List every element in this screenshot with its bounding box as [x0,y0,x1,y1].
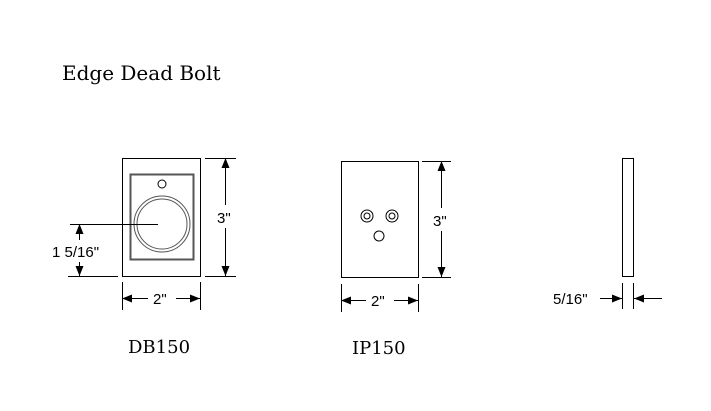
db150-height-label: 3" [217,210,231,227]
ip150-front-view: 3" 2" [341,161,451,312]
db150-model-label: DB150 [128,337,190,358]
ip150-model-label: IP150 [352,338,406,359]
side-plate [622,158,634,277]
db150-front-view: 1 5/16" 3" 2" [52,158,236,310]
ip150-plate [341,161,419,278]
ip150-height-label: 3" [433,213,447,230]
db150-center-height-label: 1 5/16" [52,244,99,261]
ip150-width-label: 2" [371,293,385,310]
side-view: 5/16" [553,158,662,309]
ip150-led-right [385,209,399,223]
drawing-title: Edge Dead Bolt [62,61,221,85]
db150-inner-frame [129,173,195,261]
db150-screw-hole [157,179,167,189]
db150-width-label: 2" [153,291,167,308]
ip150-led-left [360,209,374,223]
ip150-sensor-hole [373,230,385,242]
side-thickness-label: 5/16" [553,291,588,308]
db150-plate [122,158,201,277]
